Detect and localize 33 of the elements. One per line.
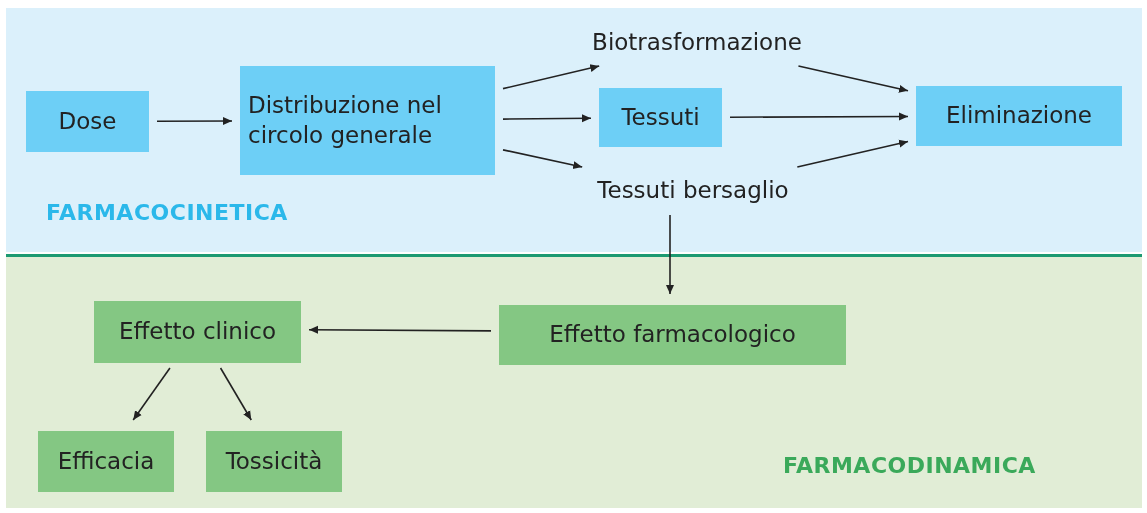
process-box xyxy=(206,431,342,492)
node-label: Effetto clinico xyxy=(118,317,277,347)
process-box xyxy=(94,301,301,363)
node-label: Dose xyxy=(58,106,117,136)
section-heading: FARMACODINAMICA xyxy=(783,453,1036,478)
arrow xyxy=(308,325,492,334)
node-label: Tessuti bersaglio xyxy=(597,176,789,206)
node-label: Effetto farmacologico xyxy=(549,320,796,350)
arrow xyxy=(796,139,909,168)
arrow xyxy=(666,214,674,295)
node-label: Eliminazione xyxy=(945,101,1092,131)
arrow xyxy=(797,65,909,93)
section-band xyxy=(6,8,1142,252)
process-box xyxy=(38,431,174,492)
arrow xyxy=(156,117,233,125)
node-label: Distribuzione nel circolo generale xyxy=(248,90,443,150)
node-label: Biotrasformazione xyxy=(592,28,802,58)
process-box xyxy=(26,91,149,152)
arrow xyxy=(219,367,253,421)
arrow xyxy=(502,114,592,123)
arrow xyxy=(502,64,600,90)
node-label: Tessuti xyxy=(621,102,700,132)
process-box xyxy=(240,66,495,175)
process-box xyxy=(916,86,1122,146)
arrow xyxy=(729,112,909,121)
node-label: Efficacia xyxy=(57,446,155,476)
section-band xyxy=(6,254,1142,508)
process-box xyxy=(599,88,722,147)
section-heading: FARMACOCINETICA xyxy=(46,200,288,225)
node-label: Tossicità xyxy=(225,446,323,476)
process-box xyxy=(499,305,846,365)
arrow xyxy=(502,149,583,169)
arrow xyxy=(132,367,171,421)
